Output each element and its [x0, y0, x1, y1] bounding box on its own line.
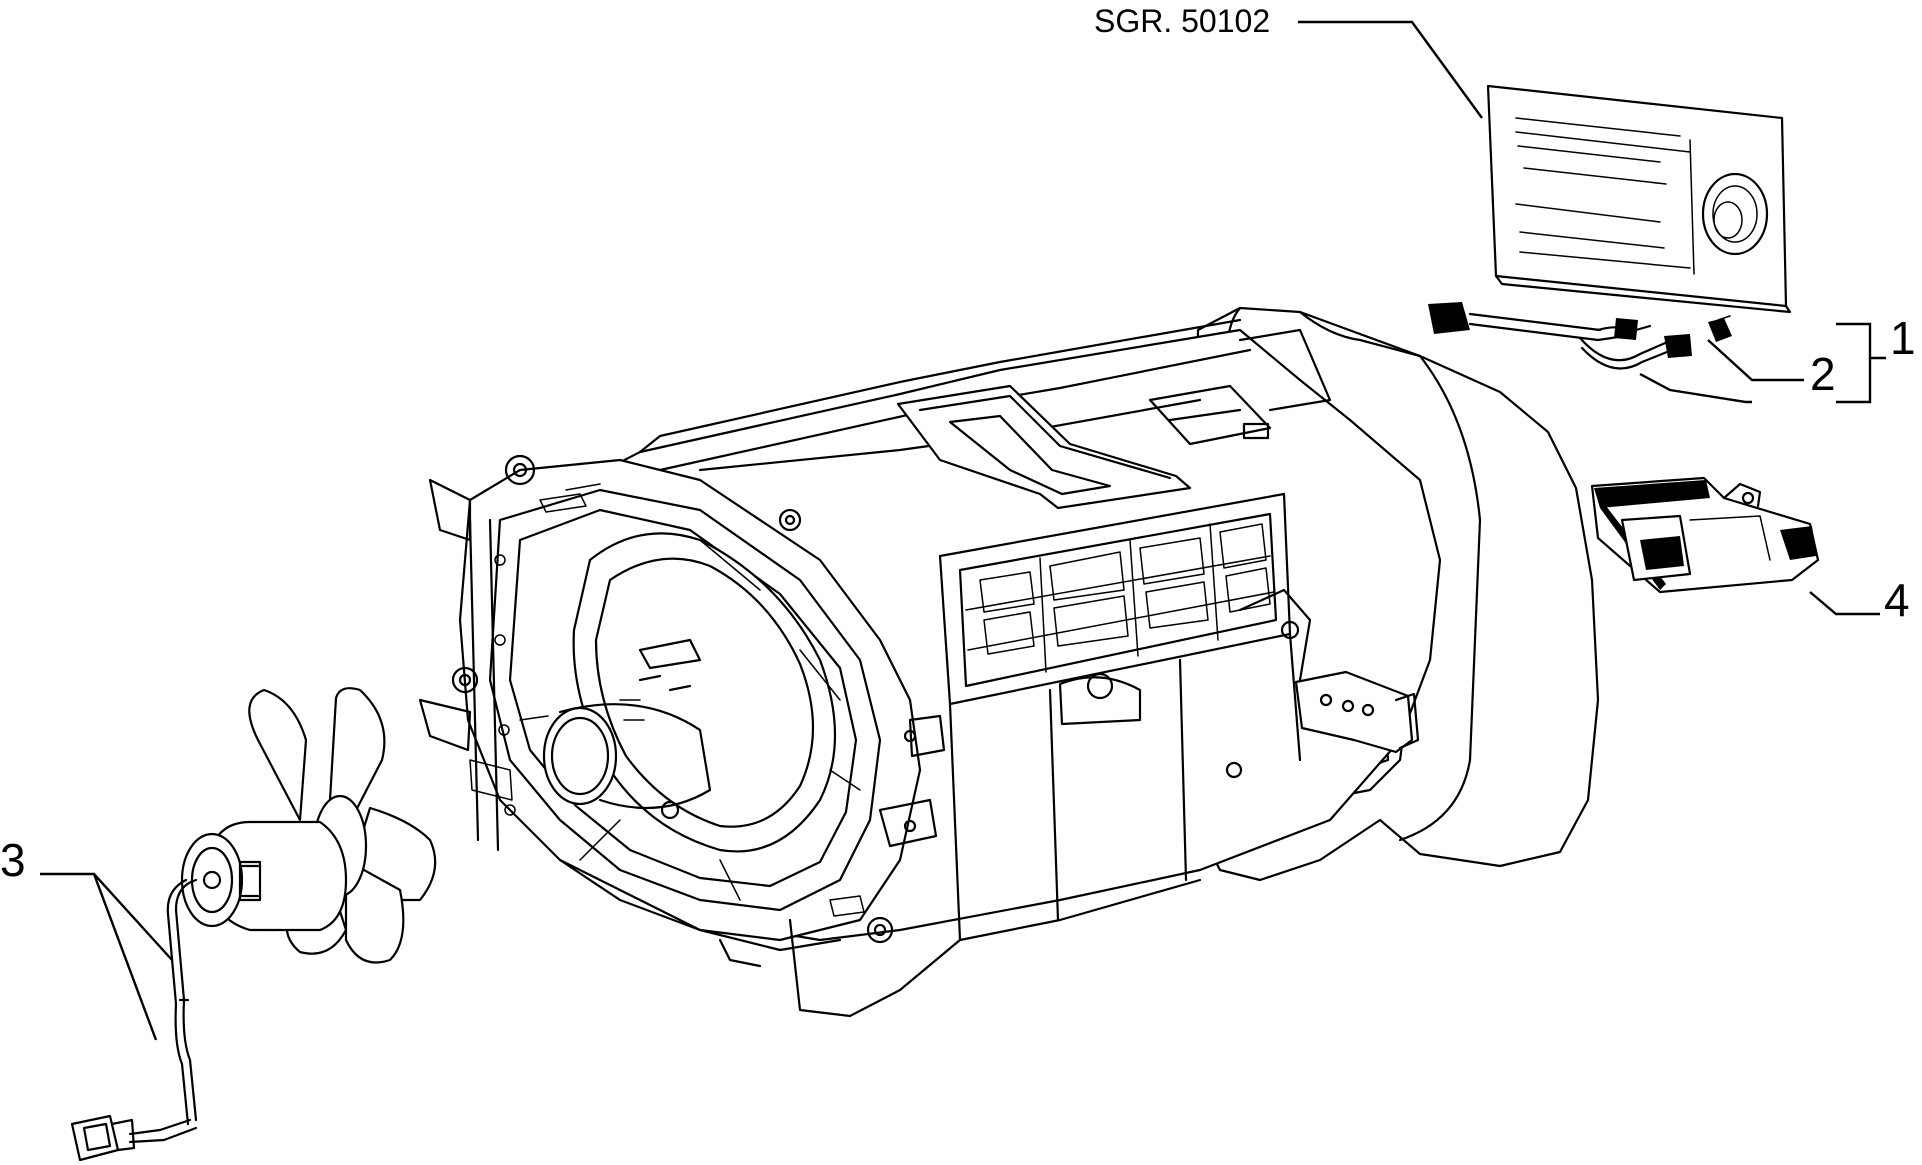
leader-callout-3: [40, 872, 173, 1041]
callout-4: 4: [1884, 574, 1910, 626]
bracket-callout-1: [1836, 322, 1886, 404]
leader-lines: [40, 20, 1886, 1041]
resistor-module-part: [1590, 476, 1820, 594]
heater-housing-main: [418, 306, 1600, 1018]
leader-callout-4: [1809, 591, 1880, 616]
callout-ref-group: SGR. 50102: [1094, 3, 1270, 39]
callout-3: 3: [0, 834, 26, 886]
leader-ref-group: [1298, 20, 1483, 119]
wiring-harness-part: [1428, 302, 1732, 370]
control-panel-part: [1486, 84, 1792, 314]
blower-motor-fan-part: [70, 687, 437, 1162]
callout-2: 2: [1810, 348, 1836, 400]
callout-1: 1: [1890, 312, 1916, 364]
leader-callout-2: [1707, 339, 1804, 382]
